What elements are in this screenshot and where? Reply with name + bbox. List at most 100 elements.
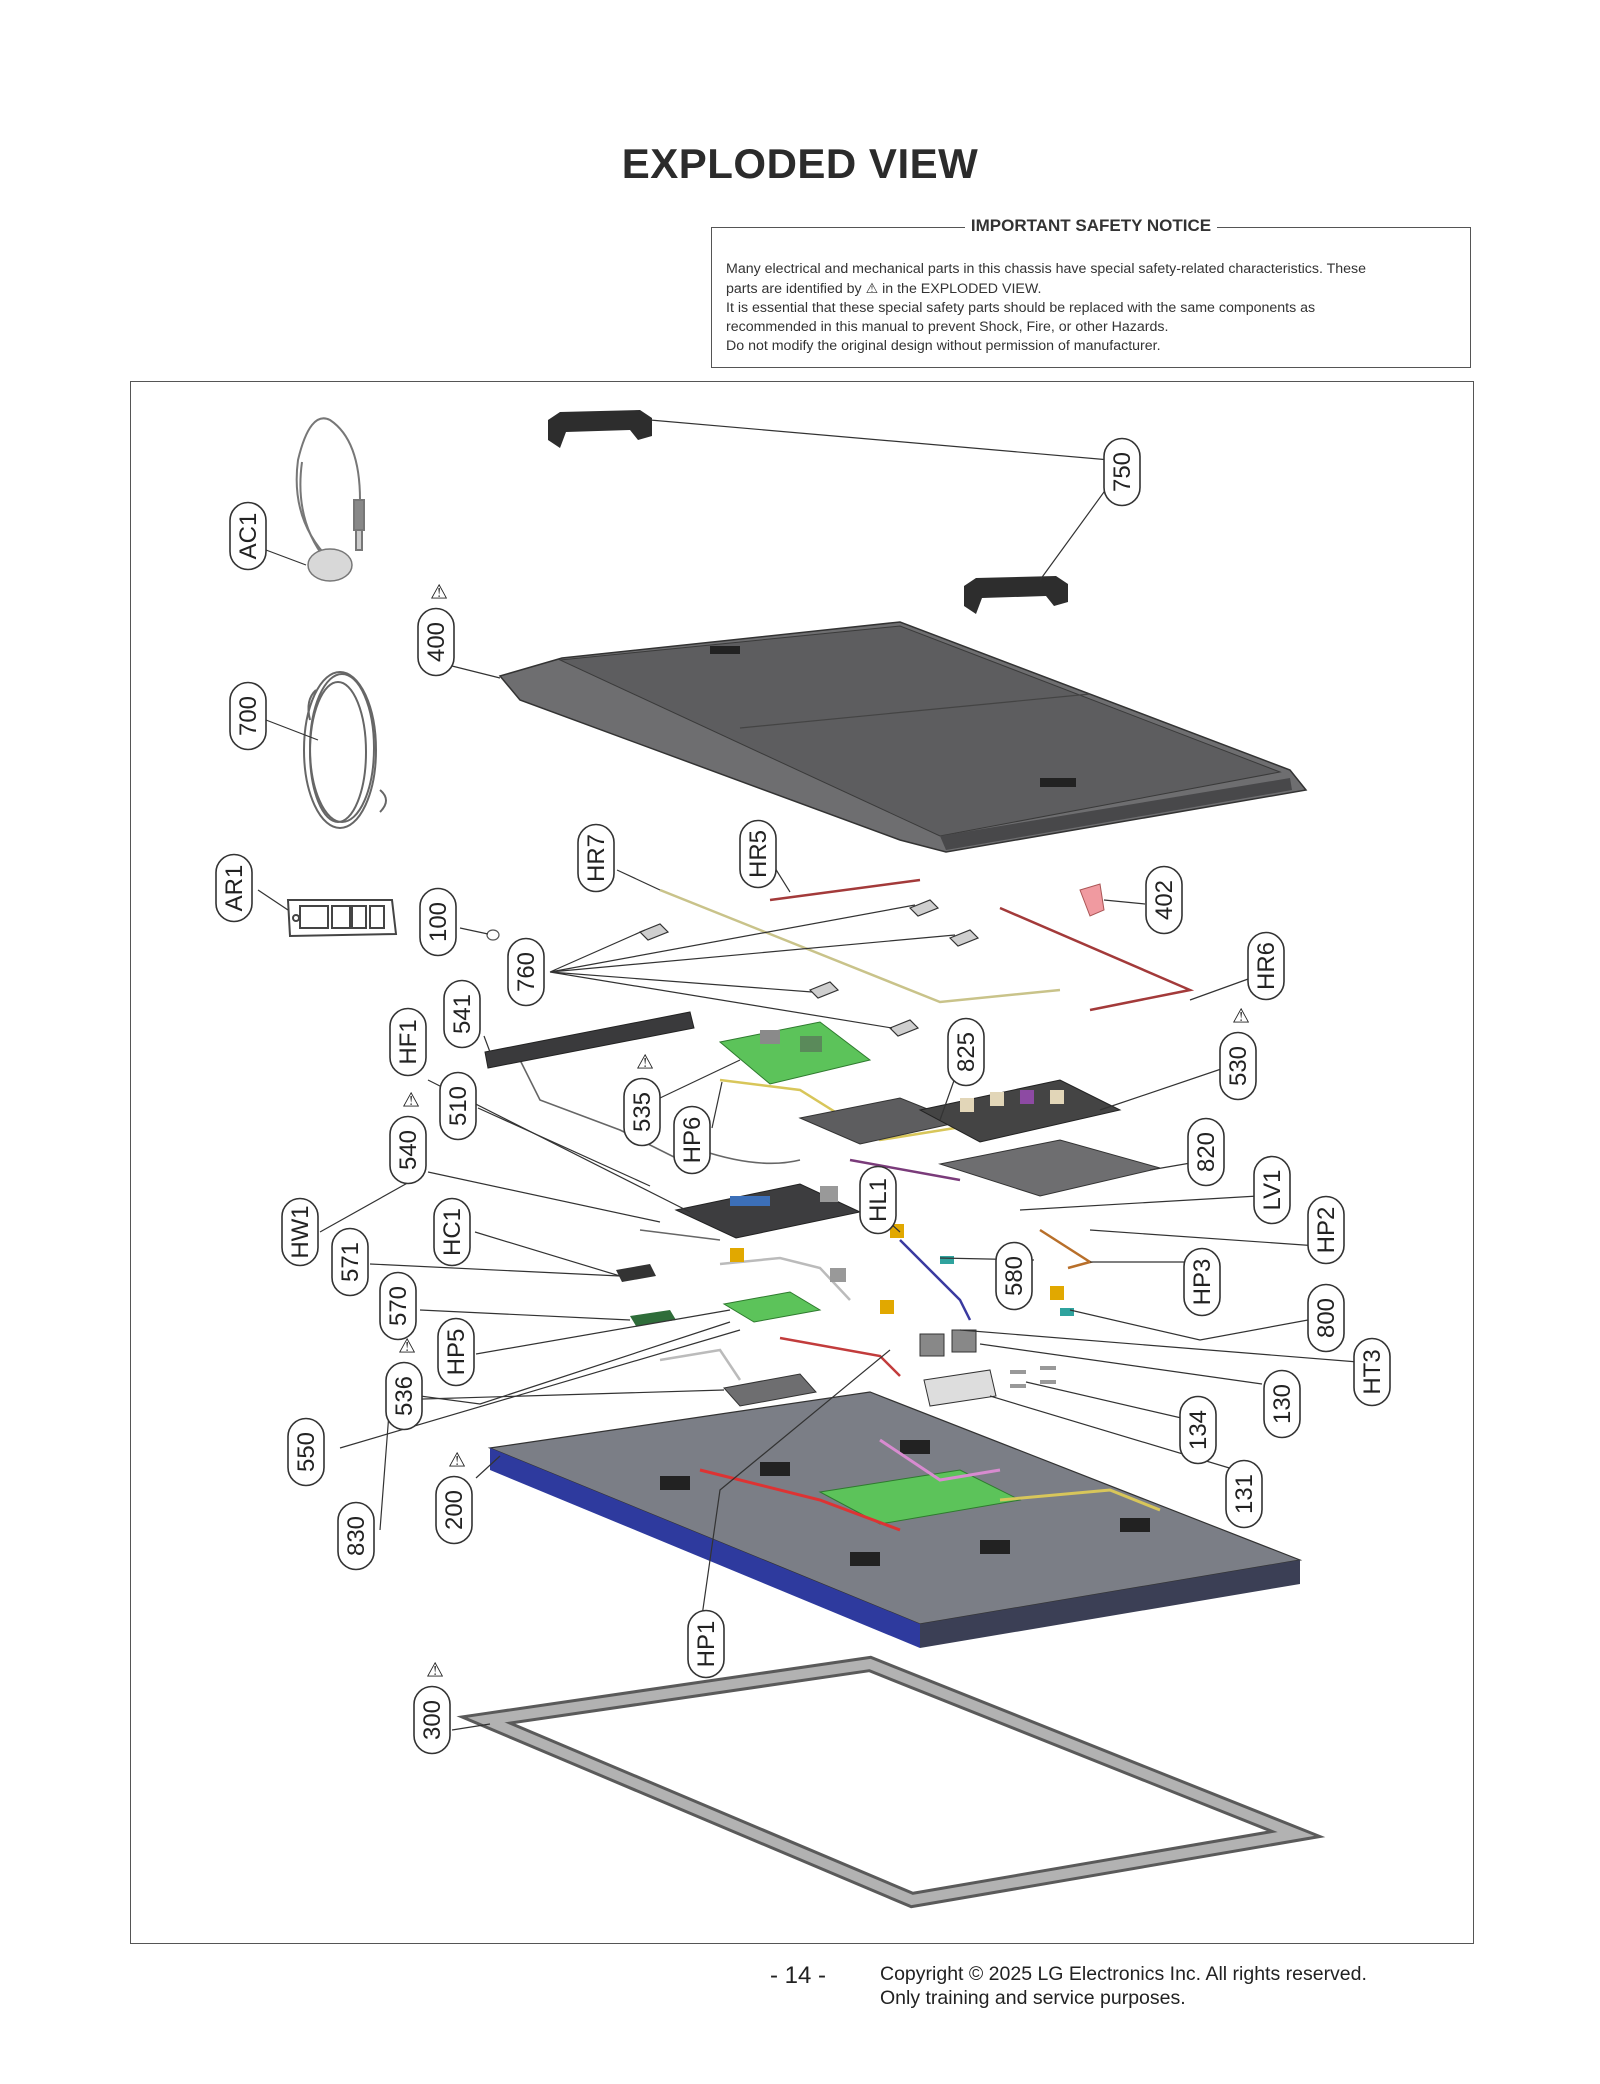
callout-label: AC1 [235,513,262,560]
callout-pill [437,1317,475,1387]
callout-820: 820 [1187,1117,1225,1187]
callout-pill [1253,1155,1291,1225]
callout-label: 200 [441,1490,468,1530]
page-number: - 14 - [770,1962,827,1989]
warning-triangle-icon: ⚠ [636,1050,654,1074]
callout-label: LV1 [1259,1170,1286,1211]
safety-notice-heading: IMPORTANT SAFETY NOTICE [964,216,1218,235]
callout-ht3: HT3 [1353,1337,1391,1407]
warning-triangle-icon: ⚠ [398,1334,416,1358]
callout-hr7: HR7 [577,823,615,893]
callout-580: 580 [995,1241,1033,1311]
callout-760: 760 [507,937,545,1007]
back-cover [498,621,1308,853]
callout-800: 800 [1307,1283,1345,1353]
callout-label: HP5 [443,1329,470,1376]
callout-label: 571 [337,1242,364,1282]
callout-label: 750 [1109,452,1136,492]
callout-label: 536 [391,1376,418,1416]
callout-hr6: HR6 [1247,931,1285,1001]
callout-ac1: AC1 [229,501,267,571]
callout-label: 134 [1185,1410,1212,1450]
callout-100: 100 [419,887,457,957]
callout-label: HW1 [287,1205,314,1258]
callout-label: HC1 [439,1208,466,1256]
ir-receiver [307,548,353,582]
warning-triangle-icon: ⚠ [865,280,879,296]
callout-pill [419,887,457,957]
callout-pill [229,501,267,571]
callout-pill [687,1609,725,1679]
callout-571: 571 [331,1227,369,1297]
callout-label: HR7 [583,834,610,882]
callout-pill [215,853,253,923]
callout-label: 510 [445,1086,472,1126]
callout-550: 550 [287,1417,325,1487]
callout-hp2: HP2 [1307,1195,1345,1265]
callout-hp5: HP5 [437,1317,475,1387]
callout-130: 130 [1263,1369,1301,1439]
callout-label: 130 [1269,1384,1296,1424]
callout-700: 700 [229,681,267,751]
callout-label: HP1 [693,1621,720,1668]
callout-hl1: HL1 [859,1165,897,1235]
callout-pill [433,1197,471,1267]
callout-540: 540 [389,1115,427,1185]
callout-label: 400 [423,622,450,662]
power-board [718,1021,872,1085]
main-board [918,1079,1122,1143]
callout-pill [1247,931,1285,1001]
callout-pill [507,937,545,1007]
speakers [919,1329,1056,1407]
ir-receiver-cable [295,417,365,561]
small-washer [486,929,500,941]
callout-131: 131 [1225,1459,1263,1529]
callout-pill [859,1165,897,1235]
callout-400: 400 [417,607,455,677]
callout-pill [417,607,455,677]
callout-ar1: AR1 [215,853,253,923]
pink-bracket [1079,883,1105,917]
callout-label: 580 [1001,1256,1028,1296]
copyright: Copyright © 2025 LG Electronics Inc. All… [880,1962,1367,2010]
callout-pill [947,1017,985,1087]
callout-label: 540 [395,1130,422,1170]
callout-label: 570 [385,1286,412,1326]
diagram-frame [130,381,1474,1944]
callout-label: HF1 [395,1019,422,1064]
notice-line-2a: parts are identified by [726,281,862,297]
callout-hp6: HP6 [673,1105,711,1175]
callout-pill [281,1197,319,1267]
callout-label: HP2 [1313,1207,1340,1254]
callout-pill [623,1077,661,1147]
small-modules [616,1186,1074,1407]
callout-pill [443,979,481,1049]
callout-pill [1103,437,1141,507]
callout-pill [577,823,615,893]
callout-label: HT3 [1359,1349,1386,1394]
callout-536: 536 [385,1361,423,1431]
page-title: EXPLODED VIEW [621,140,979,187]
callout-pill [1353,1337,1391,1407]
callout-label: 402 [1151,880,1178,920]
callout-label: HL1 [865,1178,892,1222]
copyright-line-2: Only training and service purposes. [880,1987,1186,2009]
callout-pill [1187,1117,1225,1187]
callout-pill [1263,1369,1301,1439]
stand-handle-top [548,410,652,448]
warning-triangle-icon: ⚠ [430,580,448,604]
notice-line-3: It is essential that these special safet… [726,300,1316,316]
panel-clips [638,899,980,1037]
callout-label: 100 [425,902,452,942]
callout-label: 820 [1193,1132,1220,1172]
callout-510: 510 [439,1071,477,1141]
callout-pill [995,1241,1033,1311]
notice-line-1: Many electrical and mechanical parts in … [726,261,1367,277]
callout-pill [337,1501,375,1571]
callout-label: HP6 [679,1117,706,1164]
callout-134: 134 [1179,1395,1217,1465]
callout-pill [331,1227,369,1297]
callout-pill [1183,1247,1221,1317]
callout-pill [389,1115,427,1185]
copyright-line-1: Copyright © 2025 LG Electronics Inc. All… [880,1963,1367,1985]
